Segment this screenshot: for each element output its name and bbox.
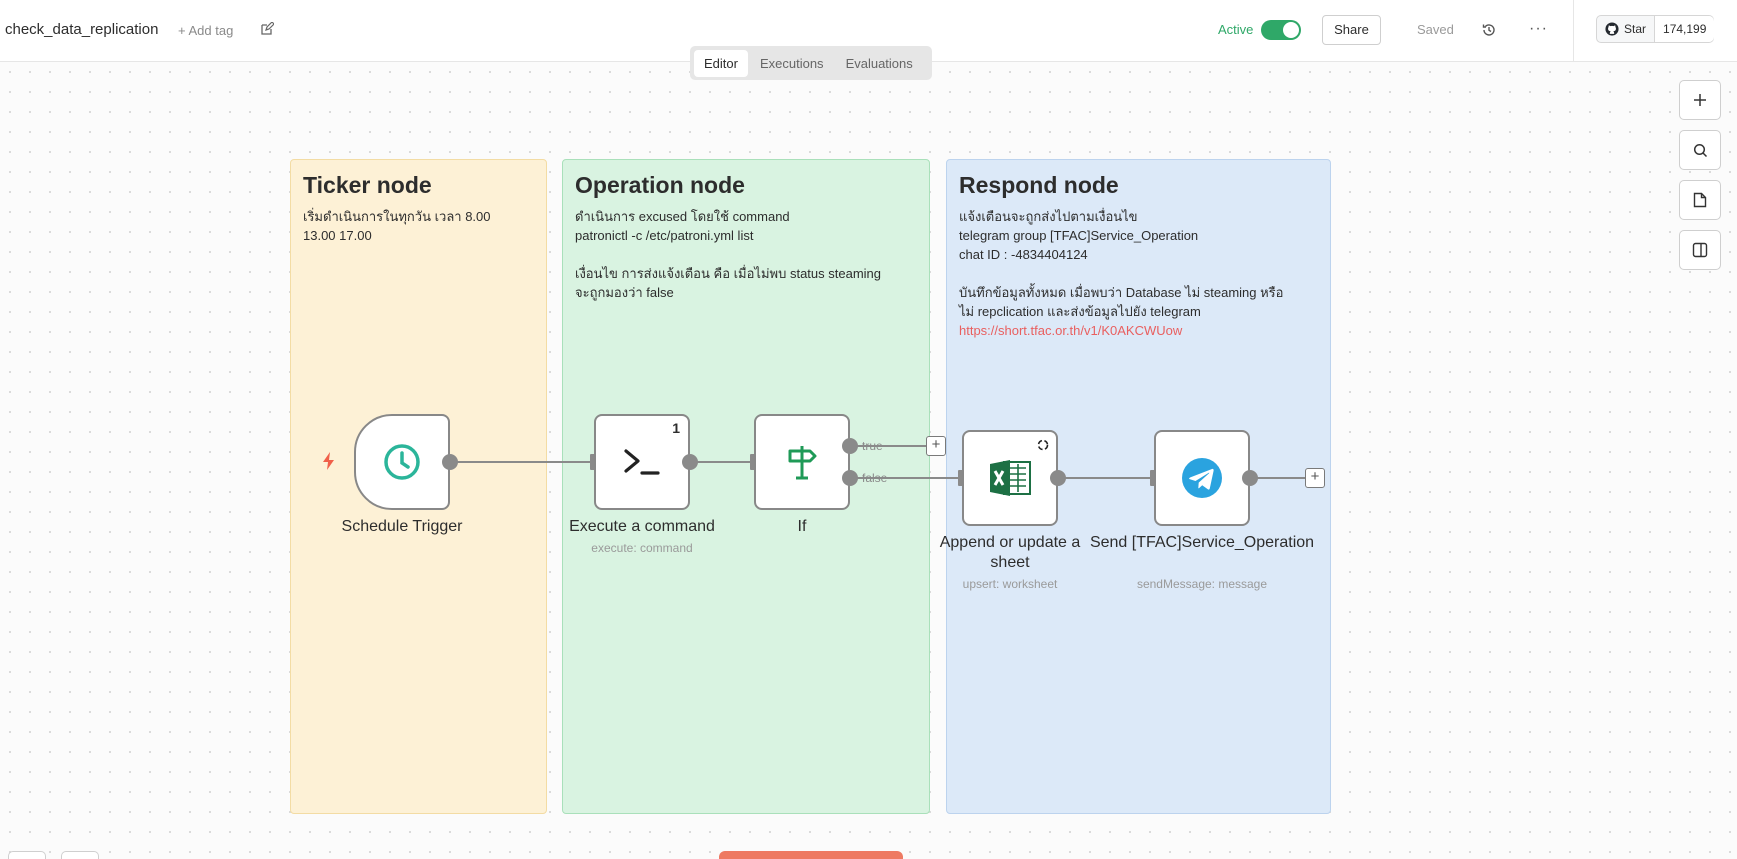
zoom-control-button[interactable] bbox=[8, 851, 46, 859]
output-handle[interactable] bbox=[682, 454, 698, 470]
node-subtitle: sendMessage: message bbox=[1136, 577, 1268, 591]
github-star-count[interactable]: 174,199 bbox=[1655, 16, 1715, 42]
active-toggle[interactable] bbox=[1261, 20, 1301, 40]
node-label: Execute a command bbox=[569, 518, 715, 535]
add-tag-button[interactable]: + Add tag bbox=[178, 23, 234, 38]
test-workflow-button[interactable] bbox=[719, 851, 903, 859]
sticky-title: Operation node bbox=[575, 172, 745, 198]
sticky-title: Respond node bbox=[959, 172, 1119, 198]
node-execute-command[interactable]: 1 bbox=[594, 414, 690, 510]
telegram-icon bbox=[1182, 458, 1222, 498]
github-star-part[interactable]: Star bbox=[1597, 16, 1656, 42]
node-google-sheets[interactable] bbox=[962, 430, 1058, 526]
saved-status: Saved bbox=[1417, 22, 1454, 37]
node-label: If bbox=[797, 518, 807, 535]
node-telegram[interactable] bbox=[1154, 430, 1250, 526]
sticky-body: แจ้งเตือนจะถูกส่งไปตามเงื่อนไข telegram … bbox=[959, 209, 1284, 319]
terminal-icon bbox=[624, 449, 660, 475]
toggle-knob bbox=[1283, 22, 1299, 38]
output-handle[interactable] bbox=[1242, 470, 1258, 486]
branch-label-false: false bbox=[862, 471, 888, 485]
active-label: Active bbox=[1218, 22, 1254, 37]
node-if[interactable] bbox=[754, 414, 850, 510]
header-divider bbox=[1573, 0, 1574, 62]
sticky-note-icon bbox=[1693, 192, 1707, 208]
add-node-button-true[interactable]: + bbox=[926, 436, 946, 456]
github-star-button[interactable]: Star 174,199 bbox=[1596, 15, 1715, 43]
workflow-name[interactable]: check_data_replication bbox=[5, 21, 159, 38]
node-schedule-trigger[interactable] bbox=[354, 414, 450, 510]
output-handle-false[interactable] bbox=[842, 470, 858, 486]
node-subtitle: upsert: worksheet bbox=[962, 577, 1058, 591]
toggle-panel-button[interactable] bbox=[1679, 230, 1721, 270]
more-options-icon[interactable]: ··· bbox=[1529, 20, 1548, 37]
github-star-label: Star bbox=[1624, 22, 1647, 36]
branch-label-true: true bbox=[862, 439, 883, 453]
sticky-title: Ticker node bbox=[303, 172, 432, 198]
history-icon[interactable] bbox=[1481, 22, 1497, 38]
trigger-bolt-icon bbox=[323, 452, 334, 470]
github-icon bbox=[1605, 22, 1619, 36]
zoom-in-button[interactable] bbox=[1679, 80, 1721, 120]
edit-description-icon[interactable] bbox=[260, 21, 275, 36]
add-sticky-button[interactable] bbox=[1679, 180, 1721, 220]
excel-icon bbox=[990, 460, 1031, 496]
output-handle[interactable] bbox=[442, 454, 458, 470]
node-subtitle: execute: command bbox=[591, 541, 693, 555]
add-node-button[interactable]: + bbox=[1305, 468, 1325, 488]
sticky-body: เริ่มดำเนินการในทุกวัน เวลา 8.00 13.00 1… bbox=[303, 209, 491, 243]
refresh-indicator-icon bbox=[1037, 439, 1049, 451]
share-button[interactable]: Share bbox=[1322, 15, 1381, 45]
clock-icon bbox=[384, 444, 420, 480]
output-handle-true[interactable] bbox=[842, 438, 858, 454]
panel-icon bbox=[1692, 242, 1708, 258]
output-handle[interactable] bbox=[1050, 470, 1066, 486]
search-icon bbox=[1693, 143, 1707, 157]
search-nodes-button[interactable] bbox=[1679, 130, 1721, 170]
sticky-link[interactable]: https://short.tfac.or.th/v1/K0AKCWUow bbox=[959, 323, 1183, 338]
tab-executions[interactable]: Executions bbox=[759, 55, 824, 71]
sticky-body: ดำเนินการ excused โดยใช้ command patroni… bbox=[575, 209, 882, 300]
view-tabs: Editor Executions Evaluations bbox=[690, 46, 932, 80]
plus-icon bbox=[1694, 94, 1706, 106]
signpost-icon bbox=[788, 446, 817, 480]
run-count-badge: 1 bbox=[672, 420, 680, 436]
zoom-control-button[interactable] bbox=[61, 851, 99, 859]
node-label: Schedule Trigger bbox=[341, 518, 463, 535]
node-label: Append or update a sheet bbox=[939, 534, 1081, 571]
tab-evaluations[interactable]: Evaluations bbox=[845, 55, 913, 71]
node-label: Send [TFAC]Service_Operation bbox=[1089, 534, 1315, 551]
tab-editor[interactable]: Editor bbox=[694, 49, 748, 77]
